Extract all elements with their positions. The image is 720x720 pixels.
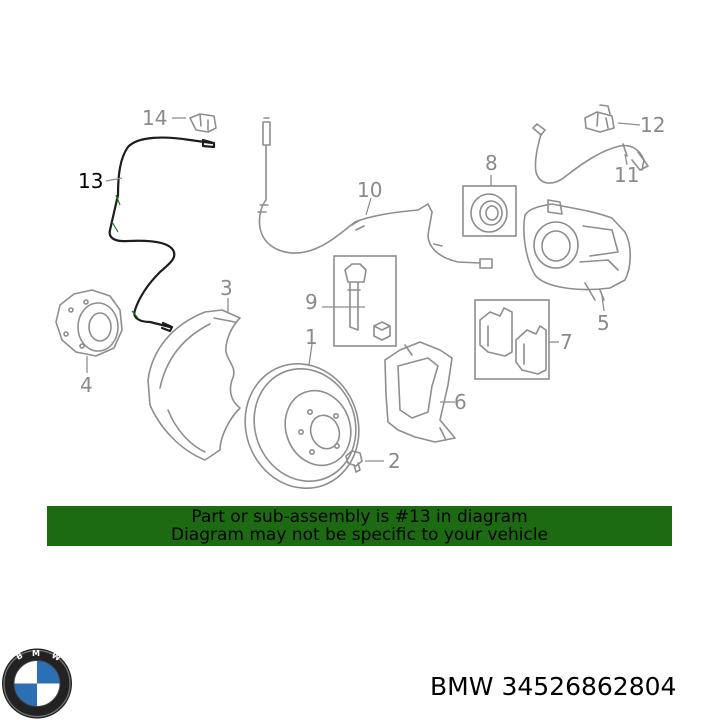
part-12-bracket xyxy=(584,104,615,133)
svg-text:B: B xyxy=(15,651,25,662)
notice-banner: Part or sub-assembly is #13 in diagram D… xyxy=(47,506,672,546)
part-9-guide-bolt xyxy=(344,263,391,341)
part-14-bracket xyxy=(189,113,217,133)
callout-6: 6 xyxy=(454,390,467,414)
leader-lines xyxy=(86,117,641,462)
part-4-wheel-hub xyxy=(55,289,123,357)
part-10-wear-sensor xyxy=(257,117,493,269)
callout-9: 9 xyxy=(305,290,318,314)
callout-4: 4 xyxy=(80,373,93,397)
part-number: 34526862804 xyxy=(501,672,677,701)
part-11-rear-sensor xyxy=(532,123,649,184)
bmw-logo-icon: B M W xyxy=(2,648,72,719)
callout-12: 12 xyxy=(640,113,665,137)
callout-8: 8 xyxy=(485,151,498,175)
part-13-sensor-cable[interactable] xyxy=(108,136,216,333)
part-9-box xyxy=(333,255,397,347)
part-brand: BMW xyxy=(430,672,494,701)
callout-7: 7 xyxy=(560,330,573,354)
callout-11: 11 xyxy=(614,163,639,187)
part-1-brake-disc xyxy=(244,362,360,490)
part-2-bolt xyxy=(345,450,363,473)
callout-10: 10 xyxy=(357,178,382,202)
part-7-box xyxy=(474,299,550,380)
callout-14: 14 xyxy=(142,106,167,130)
part-3-dust-shield xyxy=(147,309,241,461)
part-6-carrier xyxy=(384,341,456,443)
banner-line-1: Part or sub-assembly is #13 in diagram xyxy=(191,507,528,527)
part-8-seal xyxy=(470,193,508,233)
svg-text:W: W xyxy=(50,651,62,663)
callout-5: 5 xyxy=(597,311,610,335)
part-5-caliper xyxy=(523,199,632,301)
banner-line-2: Diagram may not be specific to your vehi… xyxy=(170,525,548,545)
callout-3: 3 xyxy=(220,276,233,300)
part-7-brake-pads xyxy=(479,307,547,375)
svg-text:M: M xyxy=(32,649,40,658)
callout-1: 1 xyxy=(305,325,318,349)
callout-2: 2 xyxy=(388,449,401,473)
part-8-box xyxy=(462,185,517,237)
callout-13: 13 xyxy=(78,169,103,193)
